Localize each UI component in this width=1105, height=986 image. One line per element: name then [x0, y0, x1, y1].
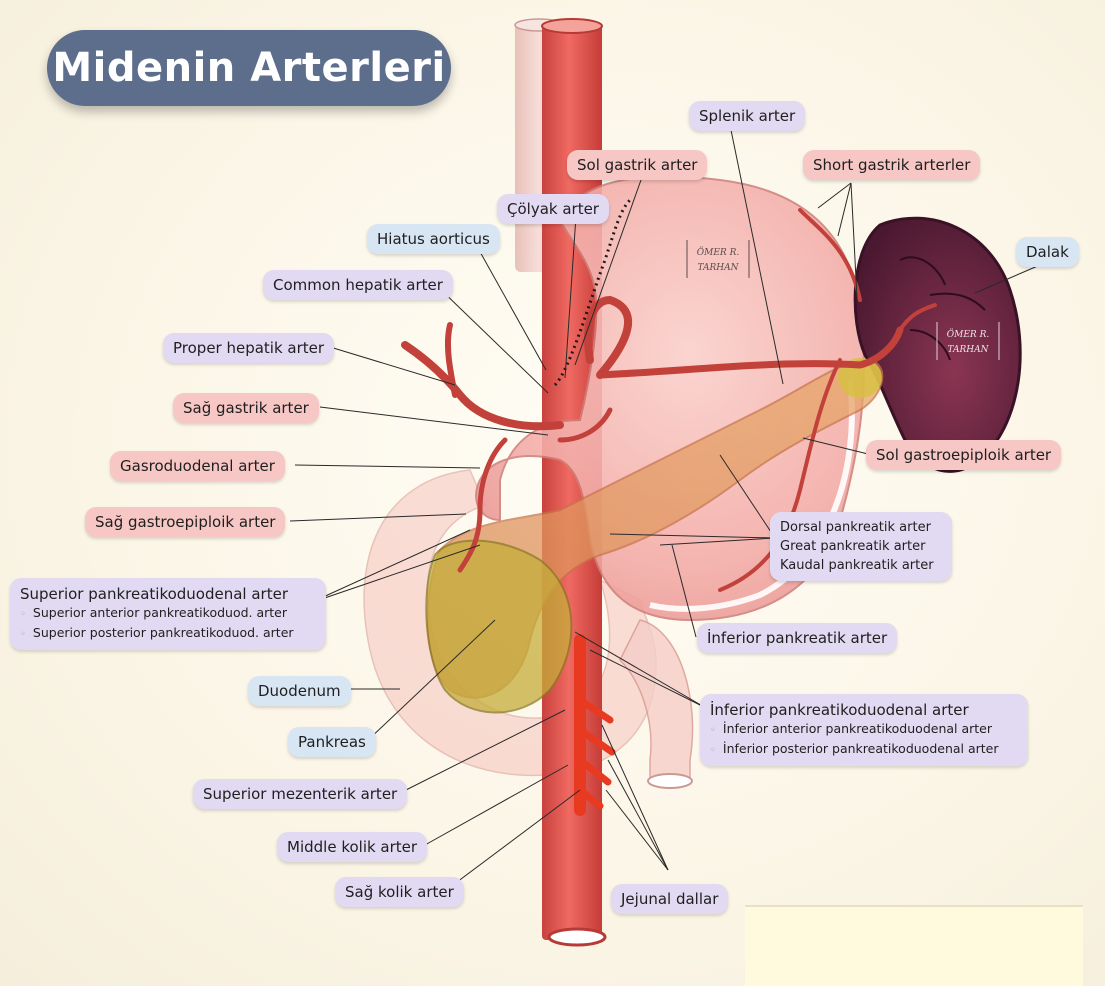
overlay-box — [745, 905, 1083, 986]
label-inferior-pankreatik-arter: İnferior pankreatik arter — [697, 623, 897, 653]
label-proper-hepatik-arter: Proper hepatik arter — [163, 333, 334, 363]
diagram-title: Midenin Arterleri — [47, 30, 451, 106]
label-short-gastrik-arterler: Short gastrik arterler — [803, 150, 980, 180]
label-duodenum: Duodenum — [248, 676, 351, 706]
label-superior-pd-posterior: Superior posterior pankreatikoduod. arte… — [20, 624, 316, 644]
spleen-shape — [855, 218, 1020, 471]
label-inferior-pankreatikoduodenal-group: İnferior pankreatikoduodenal arter İnfer… — [700, 694, 1028, 766]
label-hiatus-aorticus: Hiatus aorticus — [367, 224, 500, 254]
label-middle-kolik-arter: Middle kolik arter — [277, 832, 427, 862]
label-inferior-pd-posterior: İnferior posterior pankreatikoduodenal a… — [710, 740, 1018, 760]
label-pankreatik-group: Dorsal pankreatik arter Great pankreatik… — [770, 512, 952, 581]
label-superior-pd-anterior: Superior anterior pankreatikoduod. arter — [20, 604, 316, 624]
label-dorsal-pankreatik: Dorsal pankreatik arter — [780, 518, 942, 537]
label-gasroduodenal-arter: Gasroduodenal arter — [110, 451, 285, 481]
label-splenik-arter: Splenik arter — [689, 101, 805, 131]
aorta-bottom — [549, 929, 605, 945]
label-sag-kolik-arter: Sağ kolik arter — [335, 877, 464, 907]
label-kaudal-pankreatik: Kaudal pankreatik arter — [780, 556, 942, 575]
label-sol-gastrik-arter: Sol gastrik arter — [567, 150, 707, 180]
label-inferior-pd-main: İnferior pankreatikoduodenal arter — [710, 700, 1018, 720]
label-jejunal-dallar: Jejunal dallar — [611, 884, 728, 914]
label-common-hepatik-arter: Common hepatik arter — [263, 270, 453, 300]
label-superior-pd-main: Superior pankreatikoduodenal arter — [20, 584, 316, 604]
svg-text:TARHAN: TARHAN — [697, 263, 739, 273]
label-superior-mezenterik-arter: Superior mezenterik arter — [193, 779, 407, 809]
label-colyak-arter: Çölyak arter — [497, 194, 609, 224]
svg-text:TARHAN: TARHAN — [947, 345, 989, 355]
title-text: Midenin Arterleri — [52, 45, 445, 91]
svg-text:ÖMER R.: ÖMER R. — [947, 328, 990, 340]
label-sag-gastrik-arter: Sağ gastrik arter — [173, 393, 319, 423]
label-sag-gastroepiploik-arter: Sağ gastroepiploik arter — [85, 507, 285, 537]
aorta-top — [542, 19, 602, 33]
label-sol-gastroepiploik-arter: Sol gastroepiploik arter — [866, 440, 1061, 470]
label-pankreas: Pankreas — [288, 727, 376, 757]
label-superior-pankreatikoduodenal-group: Superior pankreatikoduodenal arter Super… — [10, 578, 326, 650]
label-inferior-pd-anterior: İnferior anterior pankreatikoduodenal ar… — [710, 720, 1018, 740]
label-great-pankreatik: Great pankreatik arter — [780, 537, 942, 556]
jejunum-end — [648, 774, 692, 788]
label-dalak: Dalak — [1016, 237, 1079, 267]
svg-text:ÖMER R.: ÖMER R. — [697, 246, 740, 258]
